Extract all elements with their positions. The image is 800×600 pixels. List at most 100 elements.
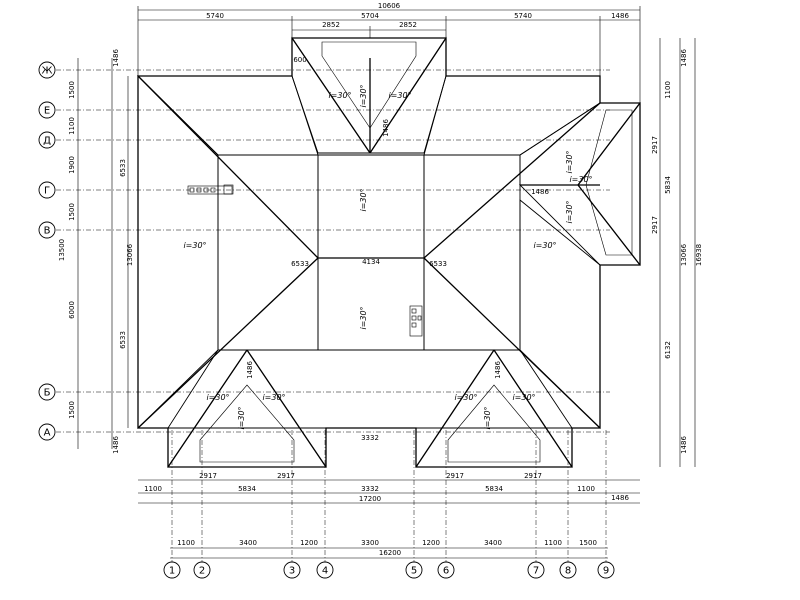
- dim-bottom-10: 1100: [577, 485, 595, 493]
- col-axis-bubble: 4: [316, 561, 334, 579]
- dim-right-6: 13066: [680, 243, 688, 266]
- dim-bottom-3: 2917: [277, 472, 295, 480]
- col-axis-bubble: 9: [597, 561, 615, 579]
- slope-label-bottom-left-1: i=30°: [206, 393, 229, 402]
- row-axis-label: Ж: [42, 66, 53, 77]
- dim-inner-8: 1486: [494, 361, 502, 379]
- dim-left-total: 13500: [58, 239, 66, 261]
- roof-plane-center: [317, 154, 425, 351]
- roof-plane-bottom-gable-right-face: [447, 384, 541, 463]
- dim-axis-total: 16200: [379, 549, 401, 557]
- slope-label-bottom-right-3: i=30°: [483, 406, 492, 429]
- row-axis-bubble: Б: [38, 383, 56, 401]
- col-axis-label: 4: [322, 566, 328, 577]
- roof-plane-right-wing-face: [585, 109, 633, 256]
- slope-label-top-ridge: i=30°: [359, 84, 368, 107]
- row-axis-label: Г: [44, 186, 50, 197]
- slope-label-center-upper: i=30°: [359, 188, 368, 211]
- slope-label-bottom-left-3: i=30°: [237, 406, 246, 429]
- slope-labels: i=30° i=30° i=30° i=30° i=30° i=30° i=30…: [183, 84, 592, 429]
- roof-planes: [136, 36, 641, 468]
- dim-bottom-4: 3332: [361, 485, 379, 493]
- dim-left-inner-1: 6533: [119, 159, 127, 177]
- col-axis-bubble: 8: [559, 561, 577, 579]
- dim-bottom-5: 2917: [446, 472, 464, 480]
- col-axis-label: 1: [169, 566, 175, 577]
- slope-label-top-right: i=30°: [388, 91, 411, 100]
- roof-plane-left-top: [136, 75, 319, 156]
- roof-plane-right-top: [423, 75, 601, 156]
- col-axis-bubble: 1: [163, 561, 181, 579]
- dim-inner-3: 6533: [291, 260, 309, 268]
- slope-label-bottom-right-1: i=30°: [454, 393, 477, 402]
- roof-plane-middle-right: [423, 154, 521, 351]
- col-axis-label: 7: [533, 566, 539, 577]
- slope-label-right-wing: i=30°: [569, 175, 592, 184]
- dim-top-5: 2852: [322, 21, 340, 29]
- row-axis-lines: [56, 69, 610, 433]
- row-axis-label: А: [44, 428, 51, 439]
- dim-inner-1: 600: [293, 56, 306, 64]
- dim-right-5: 2917: [651, 216, 659, 234]
- dim-axis-8: 1500: [579, 539, 597, 547]
- dim-axis-7: 1100: [544, 539, 562, 547]
- slope-label-right: i=30°: [533, 241, 556, 250]
- dim-left-inner-3: 6533: [119, 331, 127, 349]
- dim-top-2: 5704: [361, 12, 379, 20]
- roof-plane-bottom: [167, 349, 573, 429]
- hip-lines: [137, 37, 641, 468]
- slope-label-top-left: i=30°: [328, 91, 351, 100]
- dim-inner-2: 4134: [362, 258, 380, 266]
- dim-left-8: 1486: [112, 436, 120, 454]
- slope-label-center-lower: i=30°: [359, 306, 368, 329]
- dim-top-overall: 10606: [378, 2, 401, 10]
- dim-inner-6: 1486: [382, 119, 390, 137]
- col-axis-label: 9: [603, 566, 609, 577]
- dim-bottom-2: 5834: [238, 485, 256, 493]
- roof-plane-bottom-gable-left-face: [199, 384, 295, 463]
- dim-axis-5: 1200: [422, 539, 440, 547]
- roof-plane-left: [137, 74, 219, 430]
- col-axis-bubble: 2: [193, 561, 211, 579]
- dim-axis-2: 3400: [239, 539, 257, 547]
- row-axis-bubble: В: [38, 221, 56, 239]
- col-axis-bubble: 7: [527, 561, 545, 579]
- col-axis-label: 8: [565, 566, 571, 577]
- row-axis-bubble: А: [38, 423, 56, 441]
- row-axis-bubbles: Ж Е Д Г В Б А: [38, 61, 56, 441]
- slope-label-right-wing-lower: i=30°: [565, 200, 574, 223]
- row-axis-label: В: [44, 226, 51, 237]
- dimension-labels: 10606 5740 5704 5740 1486 2852 2852 1486…: [58, 2, 703, 557]
- col-axis-label: 3: [289, 566, 295, 577]
- dim-top-1: 5740: [206, 12, 224, 20]
- dim-left-6: 6000: [68, 301, 76, 319]
- dim-axis-1: 1100: [177, 539, 195, 547]
- col-axis-label: 2: [199, 566, 205, 577]
- row-axis-bubble: Е: [38, 101, 56, 119]
- row-axis-bubble: Ж: [38, 61, 56, 79]
- dim-bottom-11: 1486: [611, 494, 629, 502]
- dim-left-inner-2: 13066: [126, 243, 134, 266]
- dim-axis-6: 3400: [484, 539, 502, 547]
- dim-right-1: 1486: [680, 49, 688, 67]
- slope-label-bottom-right-2: i=30°: [512, 393, 535, 402]
- slope-label-left: i=30°: [183, 241, 206, 250]
- col-axis-bubble: 5: [405, 561, 423, 579]
- dim-bottom-1: 2917: [199, 472, 217, 480]
- roof-plane-top-gable-center: [321, 41, 417, 129]
- dim-top-6: 2852: [399, 21, 417, 29]
- dim-left-3: 1100: [68, 117, 76, 135]
- col-axis-bubble: 6: [437, 561, 455, 579]
- dim-bottom-6: 5834: [485, 485, 503, 493]
- dim-bottom-7: 2917: [524, 472, 542, 480]
- row-axis-label: Д: [43, 136, 51, 147]
- dim-right-4: 5834: [664, 176, 672, 194]
- row-axis-label: Е: [44, 106, 50, 117]
- roof-plane-right-wing-upper: [519, 102, 641, 186]
- slope-label-bottom-left-2: i=30°: [262, 393, 285, 402]
- dim-bottom-8: 1100: [144, 485, 162, 493]
- dim-left-2: 1500: [68, 81, 76, 99]
- col-axis-bubble: 3: [283, 561, 301, 579]
